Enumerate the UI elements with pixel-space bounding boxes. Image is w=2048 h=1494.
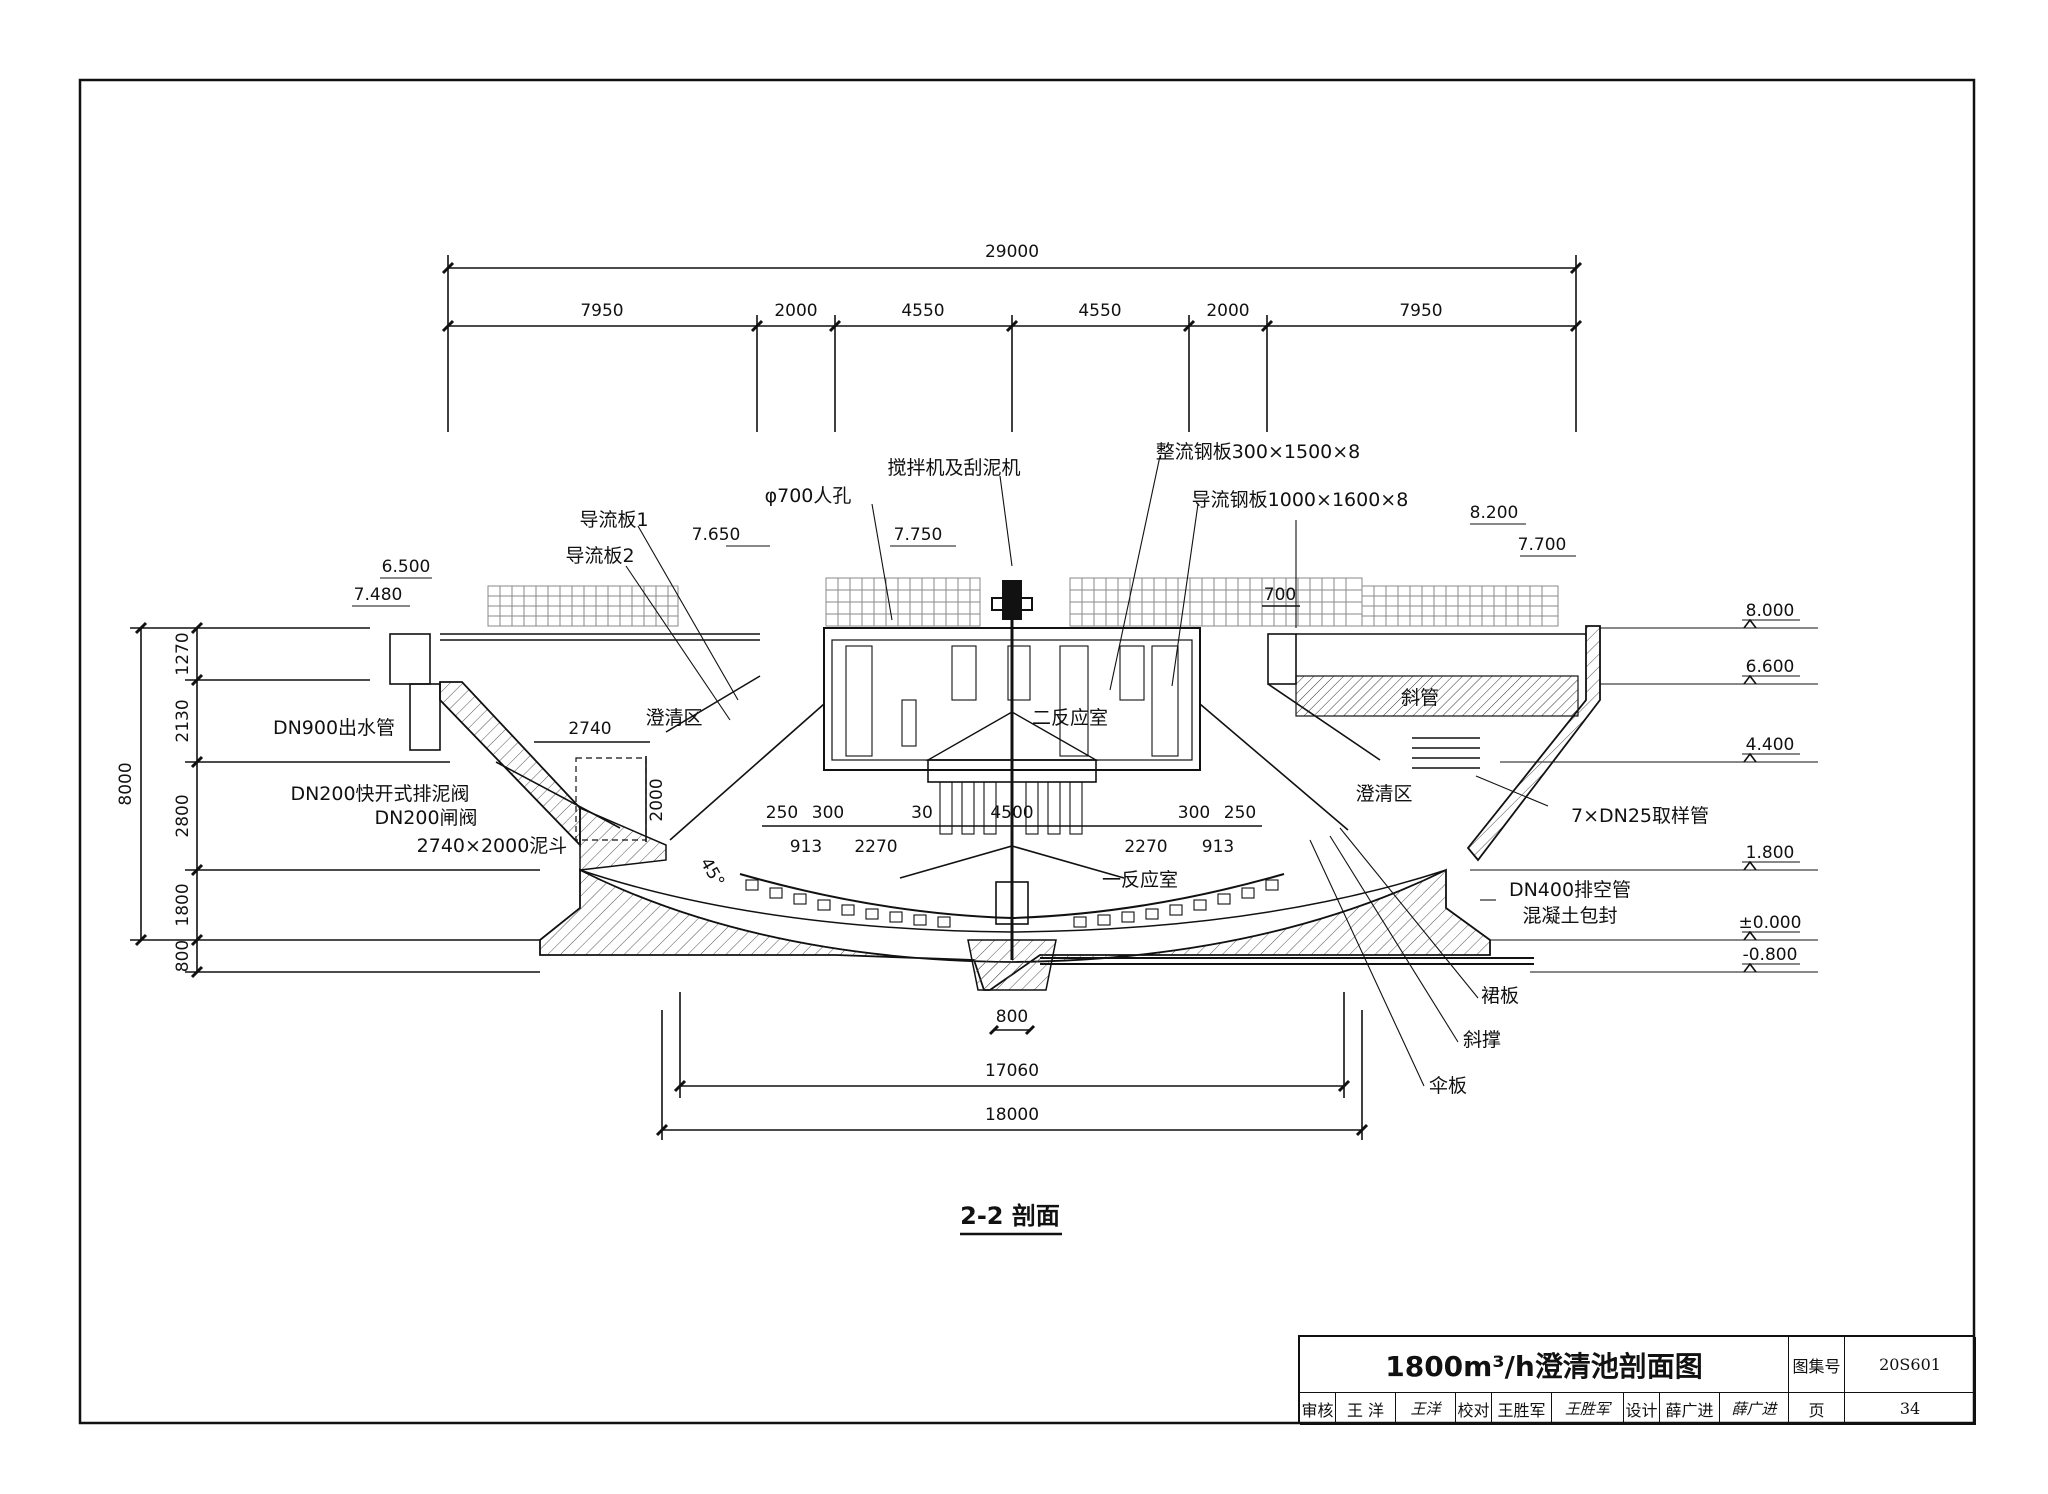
component-labels: 搅拌机及刮泥机 整流钢板300×1500×8 导流钢板1000×1600×8 φ… (273, 441, 1709, 1097)
elev-8000: 8.000 (1746, 601, 1795, 621)
left-dimensions: 8000 1270 2130 2800 1800 800 (116, 621, 540, 979)
dim-left-total: 8000 (116, 762, 136, 805)
label-clear-right: 澄清区 (1355, 783, 1412, 805)
label-guide2: 导流板2 (565, 545, 634, 567)
dim-250b: 250 (1224, 803, 1256, 823)
label-umbrella: 伞板 (1429, 1075, 1467, 1097)
upper-elevations: 6.500 7.480 7.650 7.750 8.200 7.700 (352, 503, 1576, 607)
dim-300b: 300 (1178, 803, 1210, 823)
top-dimensions: 29000 7950 2000 4550 4550 2000 7950 (441, 242, 1583, 432)
dim-2270b: 2270 (1124, 837, 1167, 857)
dim-seg-2: 2000 (774, 301, 817, 321)
elev-1800: 1.800 (1746, 843, 1795, 863)
label-skirt: 裙板 (1481, 985, 1519, 1007)
dim-seg-1: 7950 (580, 301, 623, 321)
leader-lines (625, 455, 1549, 1087)
dim-left-2: 2130 (173, 699, 193, 742)
review-label: 审核 (1300, 1393, 1336, 1425)
inclined-tube-zone (1295, 675, 1579, 717)
dim-2270a: 2270 (854, 837, 897, 857)
dim-913b: 913 (1202, 837, 1234, 857)
atlas-label: 图集号 (1789, 1337, 1845, 1393)
section-title: 2-2 剖面 (960, 1202, 1060, 1230)
label-first-reaction: 一反应室 (1102, 869, 1178, 891)
page-no: 34 (1845, 1393, 1976, 1425)
dim-300a: 300 (812, 803, 844, 823)
elev-7480: 7.480 (354, 585, 403, 605)
dim-4500: 4500 (990, 803, 1033, 823)
label-quick-valve: DN200快开式排泥阀 (290, 783, 469, 805)
dim-17060: 17060 (985, 1061, 1039, 1081)
dim-30: 30 (911, 803, 933, 823)
design-label: 设计 (1624, 1393, 1660, 1425)
reviewer: 王 洋 (1336, 1393, 1396, 1425)
dim-seg-4: 4550 (1078, 301, 1121, 321)
check-label: 校对 (1456, 1393, 1492, 1425)
dim-seg-5: 2000 (1206, 301, 1249, 321)
dim-left-5: 800 (173, 940, 193, 972)
elev-6600: 6.600 (1746, 657, 1795, 677)
title-block: 1800m³/h澄清池剖面图 图集号 20S601 审核 王 洋 王洋 校对 王… (1298, 1335, 1976, 1425)
right-elevation-lines: 8.000 6.600 4.400 1.800 ±0.000 -0.800 (1470, 601, 1818, 973)
checker: 王胜军 (1492, 1393, 1552, 1425)
elev-0: ±0.000 (1739, 913, 1802, 933)
designer-signature: 薛广进 (1720, 1393, 1789, 1425)
dim-overall: 29000 (985, 242, 1039, 262)
dim-700: 700 (1264, 585, 1296, 605)
elev-7750: 7.750 (894, 525, 943, 545)
label-sample: 7×DN25取样管 (1571, 805, 1709, 827)
drawing-title: 1800m³/h澄清池剖面图 (1300, 1337, 1789, 1393)
label-manhole: φ700人孔 (765, 485, 852, 507)
dim-seg-6: 7950 (1399, 301, 1442, 321)
page-label: 页 (1789, 1393, 1845, 1425)
dim-18000: 18000 (985, 1105, 1039, 1125)
angle-45: 45° (696, 855, 728, 891)
reviewer-signature: 王洋 (1396, 1393, 1456, 1425)
dim-800: 800 (996, 1007, 1028, 1027)
dim-left-1: 1270 (173, 632, 193, 675)
label-hopper: 2740×2000泥斗 (417, 835, 568, 857)
elev-8200: 8.200 (1470, 503, 1519, 523)
label-second-reaction: 二反应室 (1032, 707, 1108, 729)
dim-913a: 913 (790, 837, 822, 857)
label-mixer: 搅拌机及刮泥机 (887, 457, 1020, 479)
dim-left-4: 1800 (173, 883, 193, 926)
label-guide-plate-steel: 导流钢板1000×1600×8 (1192, 489, 1409, 511)
railings (487, 577, 1559, 627)
label-guide1: 导流板1 (579, 509, 648, 531)
label-outlet: DN900出水管 (273, 717, 395, 739)
dim-left-3: 2800 (173, 794, 193, 837)
atlas-no: 20S601 (1845, 1337, 1976, 1393)
elev-7650: 7.650 (692, 525, 741, 545)
label-inclined-tube: 斜管 (1401, 687, 1439, 709)
label-drain: DN400排空管 (1509, 879, 1631, 901)
elev-4400: 4.400 (1746, 735, 1795, 755)
designer: 薛广进 (1660, 1393, 1720, 1425)
dim-2740: 2740 (568, 719, 611, 739)
label-rect-plate: 整流钢板300×1500×8 (1156, 441, 1361, 463)
elev-7700: 7.700 (1518, 535, 1567, 555)
label-concrete: 混凝土包封 (1522, 905, 1617, 927)
label-brace: 斜撑 (1463, 1029, 1501, 1051)
bottom-dimensions: 800 17060 18000 (655, 992, 1369, 1140)
label-clear-left: 澄清区 (645, 707, 702, 729)
dim-2000: 2000 (647, 778, 667, 821)
label-gate-valve: DN200闸阀 (374, 807, 477, 829)
elev-6500: 6.500 (382, 557, 431, 577)
checker-signature: 王胜军 (1552, 1393, 1624, 1425)
tank-structure (389, 580, 1601, 991)
drawing-frame (78, 78, 1976, 1425)
dim-seg-3: 4550 (901, 301, 944, 321)
dim-250a: 250 (766, 803, 798, 823)
elev-minus0800: -0.800 (1743, 945, 1798, 965)
